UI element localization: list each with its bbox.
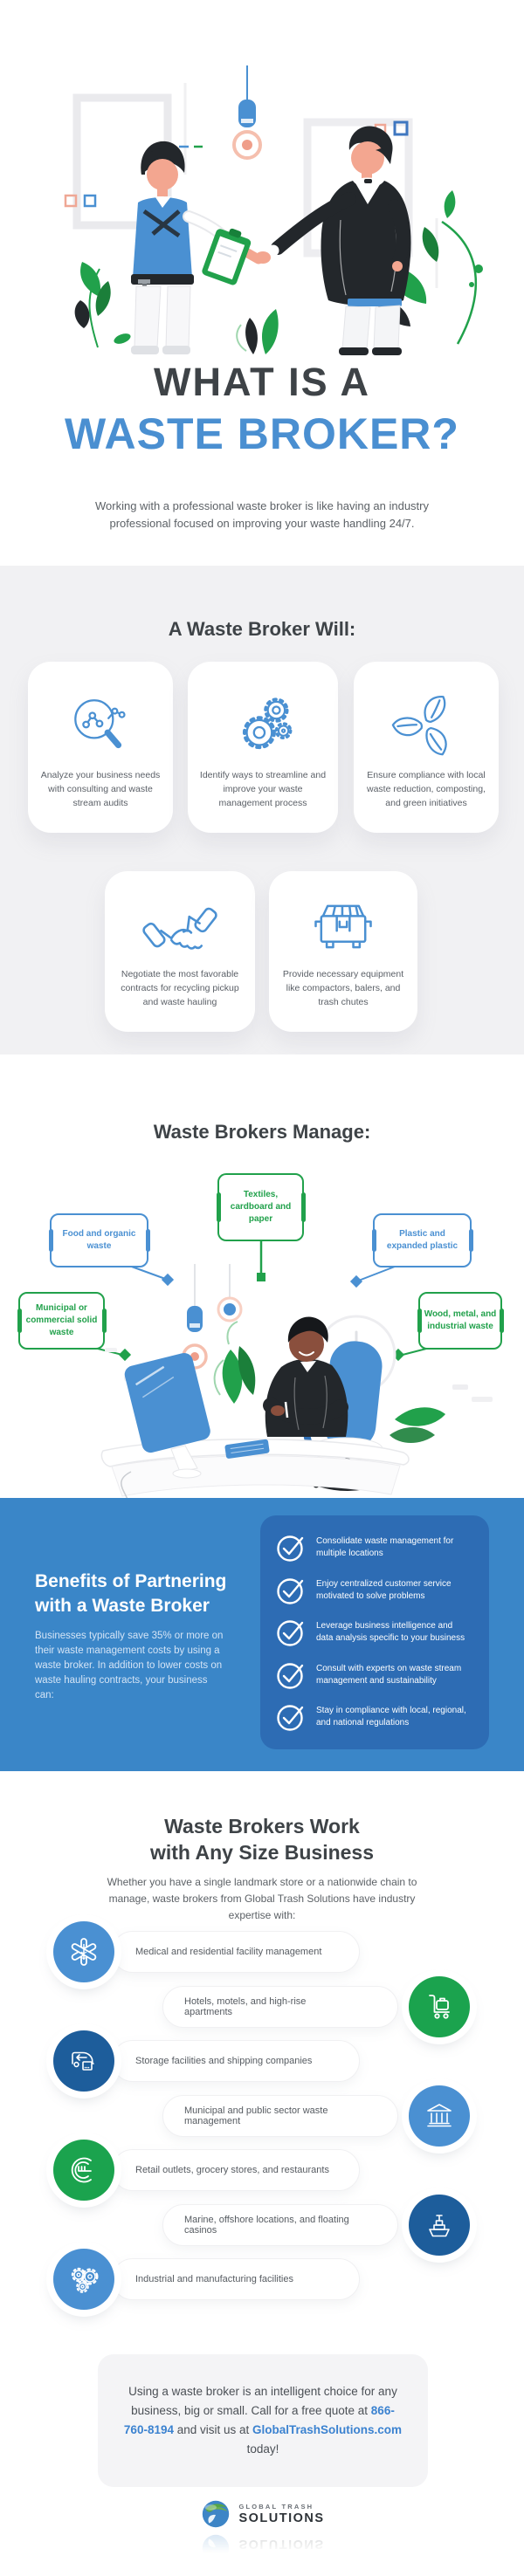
industry-pill-municipal: Municipal and public sector waste manage… (162, 2095, 398, 2137)
benefit-item: Consolidate waste management for multipl… (276, 1533, 473, 1563)
benefit-item: Consult with experts on waste stream man… (276, 1660, 473, 1690)
card-compliance: Ensure compliance with local waste reduc… (354, 662, 499, 833)
benefits-heading: Benefits of Partnering with a Waste Brok… (35, 1571, 227, 1616)
gears-icon (242, 697, 293, 750)
handshake-illustration (64, 65, 483, 355)
benefits-checklist-card: Consolidate waste management for multipl… (260, 1515, 489, 1749)
cta-text: Using a waste broker is an intelligent c… (123, 2382, 403, 2459)
callout-food-waste: Food and organic waste (48, 1213, 150, 1267)
broker-will-heading: A Waste Broker Will: (168, 618, 356, 640)
phone-link[interactable]: 866-760-8194 (123, 2404, 395, 2436)
callout-textiles: Textiles, cardboard and paper (216, 1173, 306, 1241)
page-subtitle: Working with a professional waste broker… (95, 499, 429, 530)
ship-icon (409, 2195, 470, 2256)
check-circle-icon (277, 1705, 304, 1731)
card-text: Ensure compliance with local waste reduc… (367, 770, 486, 808)
industry-pill-retail: Retail outlets, grocery stores, and rest… (112, 2149, 360, 2191)
any-size-heading-line1: Waste Brokers Work (164, 1815, 360, 1838)
recycle-leaves-icon (391, 696, 447, 756)
benefit-item: Enjoy centralized customer service motiv… (276, 1576, 473, 1605)
check-circle-icon (277, 1662, 304, 1689)
any-size-heading-line2: with Any Size Business (149, 1841, 375, 1864)
industry-pill-medical: Medical and residential facility managem… (112, 1931, 360, 1973)
manage-section: Waste Brokers Manage: (0, 1054, 524, 1498)
broker-will-section: A Waste Broker Will: Analyze your busine… (0, 566, 524, 1054)
website-link[interactable]: GlobalTrashSolutions.com (252, 2423, 403, 2436)
card-negotiate: Negotiate the most favorable contracts f… (105, 871, 255, 1032)
industry-pill-storage: Storage facilities and shipping companie… (112, 2040, 360, 2082)
callout-wood-metal: Wood, metal, and industrial waste (417, 1292, 504, 1350)
any-size-subtitle: Whether you have a single landmark store… (107, 1876, 417, 1921)
handshake-icon (142, 907, 217, 950)
globe-icon (203, 2500, 230, 2528)
benefit-item: Leverage business intelligence and data … (276, 1618, 473, 1647)
callout-plastic: Plastic and expanded plastic (371, 1213, 473, 1267)
check-circle-icon (277, 1535, 304, 1562)
card-equipment: Provide necessary equipment like compact… (269, 871, 417, 1032)
medical-icon (53, 1921, 114, 1982)
cta-card: Using a waste broker is an intelligent c… (98, 2354, 428, 2487)
dumpster-icon (314, 904, 372, 949)
restaurant-icon (53, 2140, 114, 2201)
bank-building-icon (409, 2085, 470, 2147)
cta-before-phone: Using a waste broker is an intelligent c… (128, 2385, 397, 2417)
footer-logo: GLOBAL TRASH SOLUTIONS GLOBAL TRASH SOLU… (0, 2497, 524, 2565)
cta-between: and visit us at (173, 2423, 253, 2436)
benefits-section: Benefits of Partnering with a Waste Brok… (0, 1498, 524, 1771)
office-worker-illustration (93, 1241, 493, 1498)
benefit-item: Stay in compliance with local, regional,… (276, 1702, 473, 1732)
shipping-truck-icon (53, 2030, 114, 2092)
callout-municipal: Municipal or commercial solid waste (17, 1292, 107, 1350)
check-circle-icon (277, 1577, 304, 1604)
page-title-line2: WASTE BROKER? (65, 409, 459, 458)
luggage-cart-icon (409, 1976, 470, 2037)
logo-text-bottom: SOLUTIONS (238, 2511, 325, 2525)
check-circle-icon (277, 1620, 304, 1646)
card-analyze: Analyze your business needs with consult… (28, 662, 173, 833)
hero-section: WHAT IS A WASTE BROKER? Working with a p… (0, 0, 524, 566)
industry-pill-hotels: Hotels, motels, and high-rise apartments (162, 1986, 398, 2028)
card-text: Provide necessary equipment like compact… (282, 969, 404, 1007)
logo-reflection: GLOBAL TRASH SOLUTIONS (199, 2531, 325, 2565)
gears-icon (53, 2249, 114, 2310)
logo-text-top: GLOBAL TRASH (238, 2503, 314, 2511)
page-title-line1: WHAT IS A (154, 360, 370, 404)
magnifier-analytics-icon (74, 699, 126, 749)
card-text: Negotiate the most favorable contracts f… (121, 969, 239, 1007)
benefits-body: Businesses typically save 35% or more on… (35, 1631, 224, 1700)
industry-pill-industrial: Industrial and manufacturing facilities (112, 2258, 360, 2300)
card-text: Analyze your business needs with consult… (40, 770, 161, 808)
card-streamline: Identify ways to streamline and improve … (188, 662, 338, 833)
manage-heading: Waste Brokers Manage: (153, 1121, 371, 1143)
industry-pill-marine: Marine, offshore locations, and floating… (162, 2204, 398, 2246)
cta-after: today! (246, 2442, 279, 2456)
card-text: Identify ways to streamline and improve … (199, 770, 327, 808)
any-size-section: Waste Brokers Work with Any Size Busines… (0, 1771, 524, 2576)
